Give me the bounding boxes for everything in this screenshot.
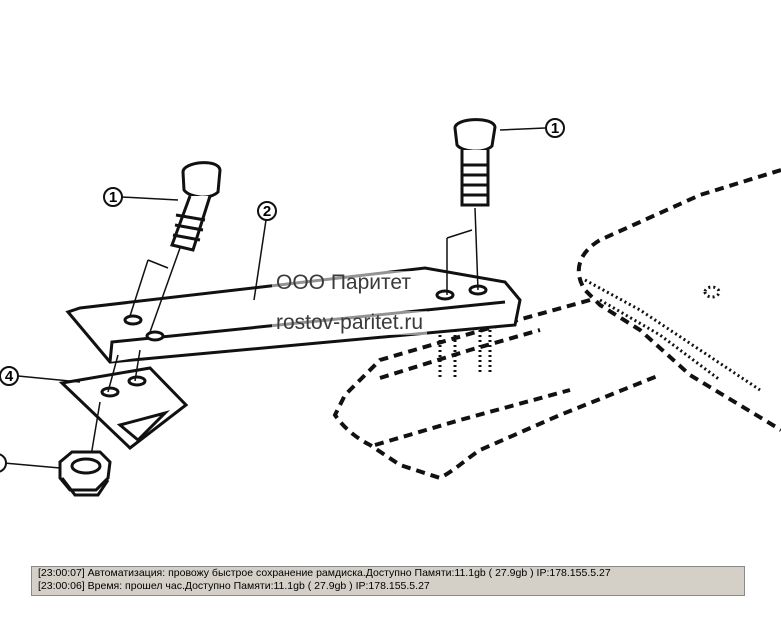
bolt-left-guides (129, 247, 181, 333)
frame-panel-dots (438, 278, 761, 392)
bolt-left (170, 161, 222, 252)
callout-4: 4 (0, 366, 19, 386)
callout-2: 2 (257, 201, 277, 221)
callout-1-left-label: 1 (109, 189, 117, 206)
callout-1-right: 1 (545, 118, 565, 138)
log-line: [23:00:06] Время: прошел час.Доступно Па… (38, 580, 738, 593)
callout-1-left: 1 (103, 187, 123, 207)
log-message: Автоматизация: провожу быстрое сохранени… (87, 567, 611, 579)
callout-4-label: 4 (5, 368, 14, 385)
leader-lines (3, 127, 546, 469)
log-timestamp: [23:00:06] (38, 580, 85, 592)
watermark-company: ООО Паритет (272, 271, 416, 295)
bolt-right-guides (446, 207, 479, 295)
lock-plate (58, 366, 189, 450)
watermark-site: rostov-paritet.ru (272, 311, 428, 335)
log-line: [23:00:07] Автоматизация: провожу быстро… (38, 567, 738, 580)
log-timestamp: [23:00:07] (38, 567, 85, 579)
nut (58, 450, 112, 497)
status-log-panel: [23:00:07] Автоматизация: провожу быстро… (31, 566, 745, 596)
callout-1-right-label: 1 (551, 120, 559, 137)
bolt-right (453, 118, 497, 207)
frame-panel (332, 168, 781, 481)
callout-2-label: 2 (263, 203, 271, 220)
callout-partial (0, 453, 7, 473)
log-message: Время: прошел час.Доступно Памяти:11.1gb… (87, 580, 430, 592)
